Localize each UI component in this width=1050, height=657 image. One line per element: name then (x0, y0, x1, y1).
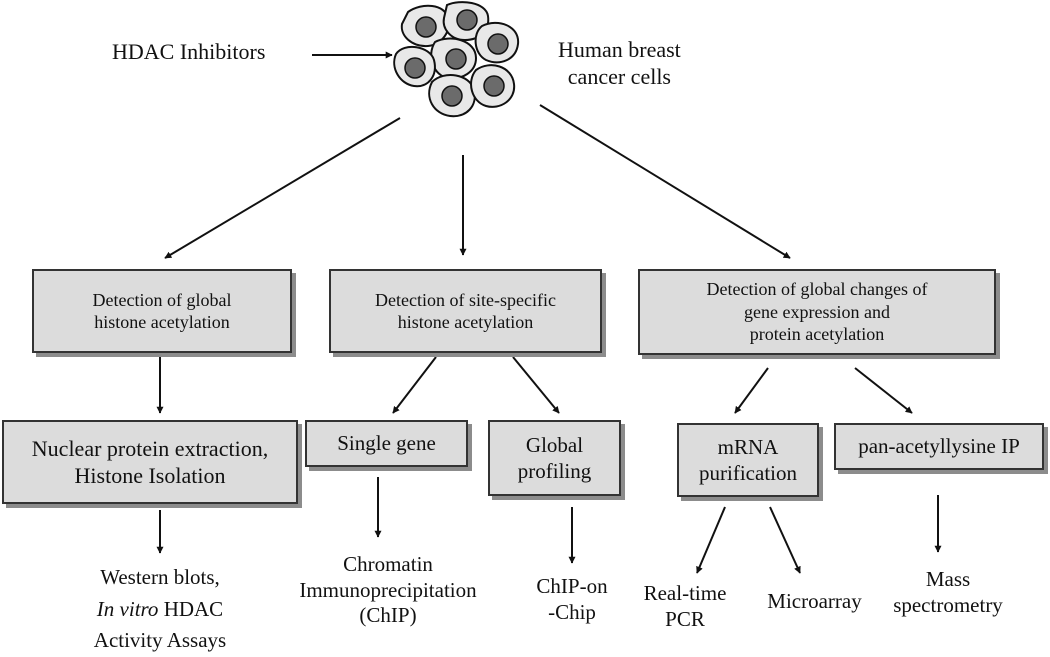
nucleus (415, 16, 437, 38)
chip-on-chip-result: ChIP-on -Chip (502, 574, 642, 625)
nucleus (445, 48, 467, 70)
western-line1: Western blots, (100, 565, 220, 589)
global-profiling-box: Global profiling (488, 420, 621, 496)
chip-on-chip-line2: -Chip (548, 599, 596, 624)
global-acetylation-line1: Detection of global (92, 289, 232, 310)
nuclear-extraction-line1: Nuclear protein extraction, (31, 435, 269, 461)
single-gene-box: Single gene (305, 420, 468, 467)
global-acetylation-line2: histone acetylation (94, 312, 230, 332)
nuclear-extraction-line2: Histone Isolation (74, 463, 226, 488)
mrna-purification-box: mRNA purification (677, 423, 819, 497)
western-line2-rest: HDAC (158, 596, 224, 621)
site-specific-line2: histone acetylation (397, 312, 534, 332)
western-line3: Activity Assays (93, 628, 227, 652)
breast-cancer-cell-cluster-icon (393, 1, 520, 118)
chip-line2: Immunoprecipitation (299, 577, 477, 602)
expression-line2: gene expression and (744, 301, 890, 322)
arrow-expression-to-ip (854, 367, 913, 414)
arrow-expression-to-mrna (734, 367, 769, 414)
western-blots-result: Western blots, In vitro HDAC Activity As… (55, 562, 265, 657)
pcr-line2: PCR (665, 606, 705, 631)
mrna-line2: purification (699, 461, 797, 485)
arrow-site-to-single-gene (392, 356, 437, 414)
realtime-pcr-result: Real-time PCR (630, 581, 740, 632)
cells-label-line2: cancer cells (567, 63, 671, 89)
mrna-line1: mRNA (717, 434, 779, 459)
western-line2-italic: In vitro (96, 596, 159, 621)
cells-label: Human breast cancer cells (558, 37, 681, 91)
nucleus (487, 33, 509, 55)
chip-line1: Chromatin (343, 552, 433, 576)
nucleus (404, 57, 426, 79)
chip-on-chip-line1: ChIP-on (536, 574, 608, 598)
nucleus (441, 85, 463, 107)
pcr-line1: Real-time (643, 581, 727, 605)
microarray-result: Microarray (767, 589, 862, 613)
global-profiling-line2: profiling (517, 459, 592, 483)
expression-acetylation-box: Detection of global changes of gene expr… (638, 269, 996, 355)
mass-spec-line1: Mass (925, 567, 971, 591)
chip-line3: (ChIP) (359, 603, 417, 628)
mass-spec-result: Mass spectrometry (883, 567, 1013, 618)
arrow-mrna-to-microarray (769, 506, 801, 574)
cells-label-line1: Human breast (558, 37, 681, 62)
pan-acetyllysine-ip-box: pan-acetyllysine IP (834, 423, 1044, 470)
global-profiling-line1: Global (525, 432, 584, 457)
arrow-mrna-to-pcr (696, 506, 726, 574)
expression-line3: protein acetylation (749, 324, 885, 345)
chip-result: Chromatin Immunoprecipitation (ChIP) (278, 552, 498, 629)
hdac-inhibitors-label: HDAC Inhibitors (112, 39, 266, 64)
single-gene-label: Single gene (337, 431, 436, 456)
site-specific-line1: Detection of site-specific (375, 289, 556, 310)
nuclear-extraction-box: Nuclear protein extraction, Histone Isol… (2, 420, 298, 504)
pan-acetyllysine-ip-label: pan-acetyllysine IP (858, 434, 1020, 459)
site-specific-acetylation-box: Detection of site-specific histone acety… (329, 269, 602, 353)
arrow-cells-to-global (164, 117, 401, 259)
global-acetylation-box: Detection of global histone acetylation (32, 269, 292, 353)
expression-line1: Detection of global changes of (706, 279, 928, 300)
arrow-cells-to-expression (539, 104, 791, 259)
nucleus (456, 9, 478, 31)
arrow-site-to-global-profiling (512, 356, 560, 414)
mass-spec-line2: spectrometry (893, 592, 1003, 617)
nucleus (483, 75, 505, 97)
